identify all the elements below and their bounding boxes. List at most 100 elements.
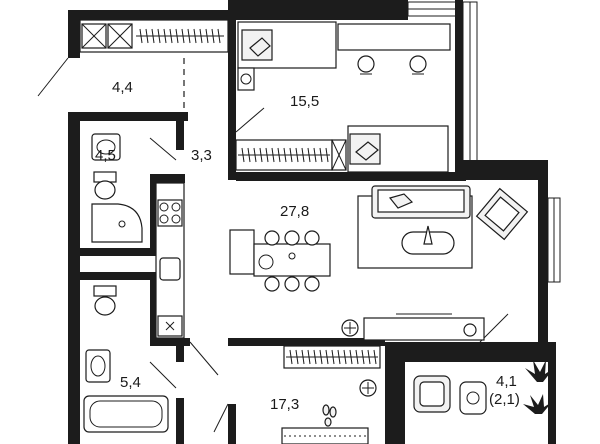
- hanger-icon: [181, 28, 185, 44]
- bathroom-1-fixtures: [91, 133, 143, 243]
- hangers: [289, 349, 377, 365]
- hanger-icon: [283, 147, 287, 163]
- wall-bath1-bottom: [78, 248, 153, 256]
- hanger-icon: [169, 28, 173, 44]
- hanger-icon: [319, 147, 323, 163]
- hanger-icon: [361, 349, 365, 365]
- cooktop-icon: [157, 199, 183, 227]
- hall-wardrobe: [79, 19, 229, 53]
- hangers: [139, 28, 221, 44]
- vase-icon: [423, 225, 433, 245]
- wall-balcony-right: [548, 342, 556, 444]
- plate-icon: [258, 254, 274, 270]
- wall-bath2-right-lower: [176, 398, 184, 444]
- nightstand: [237, 67, 255, 91]
- wall-stub: [176, 342, 184, 362]
- hanger-icon: [211, 28, 215, 44]
- area-label-balcony-sub: (2,1): [489, 391, 520, 408]
- hanger-icon: [241, 147, 245, 163]
- hanger-icon: [373, 349, 377, 365]
- area-label-bedroom-2: 17,3: [270, 396, 299, 413]
- area-label-bathroom-2: 5,4: [120, 374, 141, 391]
- bedroom-door: [235, 107, 265, 133]
- wall-bedroom2-top: [228, 338, 385, 346]
- hanger-icon: [313, 349, 317, 365]
- hanger-icon: [307, 349, 311, 365]
- hanger-icon: [307, 147, 311, 163]
- desk: [337, 23, 451, 51]
- area-label-hall: 4,4: [112, 79, 133, 96]
- wall-kitchen-bottom: [150, 338, 190, 346]
- hanger-icon: [301, 349, 305, 365]
- bedroom-2-furniture: [281, 345, 381, 444]
- wall-bath1-right: [150, 174, 158, 256]
- sink-icon-2: [85, 349, 111, 383]
- hanger-icon: [337, 349, 341, 365]
- room-labels: 4,4 15,5 4,5 3,3 27,8 5,4 17,3 4,1 (2,1): [95, 79, 520, 413]
- hanger-icon: [301, 147, 305, 163]
- walls: [68, 0, 561, 444]
- palm-plant-icon: [523, 360, 554, 414]
- wall-living-top-right: [455, 160, 545, 180]
- hanger-icon: [355, 349, 359, 365]
- wall-bath2-right-upper: [150, 272, 158, 342]
- hanger-icon: [295, 349, 299, 365]
- wall-top-bedroom: [228, 0, 408, 20]
- bedroom2-door: [213, 403, 229, 433]
- chair-icon: [357, 55, 427, 75]
- hanger-icon: [367, 349, 371, 365]
- wall-living-right: [538, 160, 548, 350]
- wall-bath2-top: [78, 272, 158, 280]
- wall-bedroom-bottom: [236, 172, 466, 181]
- hanger-icon: [265, 147, 269, 163]
- hanger-icon: [277, 147, 281, 163]
- dining-chairs: [264, 230, 320, 292]
- toilet-icon-2: [94, 296, 116, 316]
- balcony-door: [479, 313, 509, 343]
- hanger-icon: [349, 349, 353, 365]
- wall-corridor-stub: [176, 120, 184, 150]
- hanger-icon: [205, 28, 209, 44]
- hanger-icon: [199, 28, 203, 44]
- hanger-icon: [319, 349, 323, 365]
- hanger-icon: [313, 147, 317, 163]
- shower-icon: [91, 203, 143, 243]
- doors: [37, 57, 509, 433]
- wall-bedroom2-left: [228, 404, 236, 444]
- bedroom-furniture: [235, 21, 451, 173]
- bathroom-2-fixtures: [83, 285, 169, 433]
- living-furniture: [229, 185, 529, 341]
- hanger-icon: [157, 28, 161, 44]
- hanger-icon: [163, 28, 167, 44]
- wall-balcony-top: [385, 342, 548, 362]
- toilet-icon: [94, 180, 116, 200]
- area-label-bathroom-1: 4,5: [95, 147, 116, 164]
- armchair: [475, 187, 529, 241]
- wall-left-outer: [68, 112, 80, 444]
- bath1-door: [149, 137, 177, 161]
- kitchen-sink-icon: [159, 257, 181, 281]
- balcony-table: [459, 381, 487, 415]
- island: [229, 229, 255, 275]
- hanger-icon: [295, 147, 299, 163]
- dining-table: [253, 243, 331, 277]
- lamp-icon: [240, 73, 252, 85]
- wall-top-left: [68, 10, 228, 20]
- hanger-icon: [325, 349, 329, 365]
- hanger-icon: [271, 147, 275, 163]
- hangers: [241, 147, 329, 163]
- hanger-icon: [193, 28, 197, 44]
- hanger-icon: [253, 147, 257, 163]
- hanger-icon: [247, 147, 251, 163]
- hanger-icon: [145, 28, 149, 44]
- wall-bedroom-left: [228, 10, 236, 180]
- kitchen-door: [189, 341, 219, 376]
- hanger-icon: [325, 147, 329, 163]
- hanger-icon: [289, 349, 293, 365]
- wall-bedroom-right: [455, 0, 463, 168]
- hanger-icon: [343, 349, 347, 365]
- wall-bath1-top: [68, 112, 188, 121]
- area-label-corridor: 3,3: [191, 147, 212, 164]
- kitchen-fixtures: [155, 182, 185, 339]
